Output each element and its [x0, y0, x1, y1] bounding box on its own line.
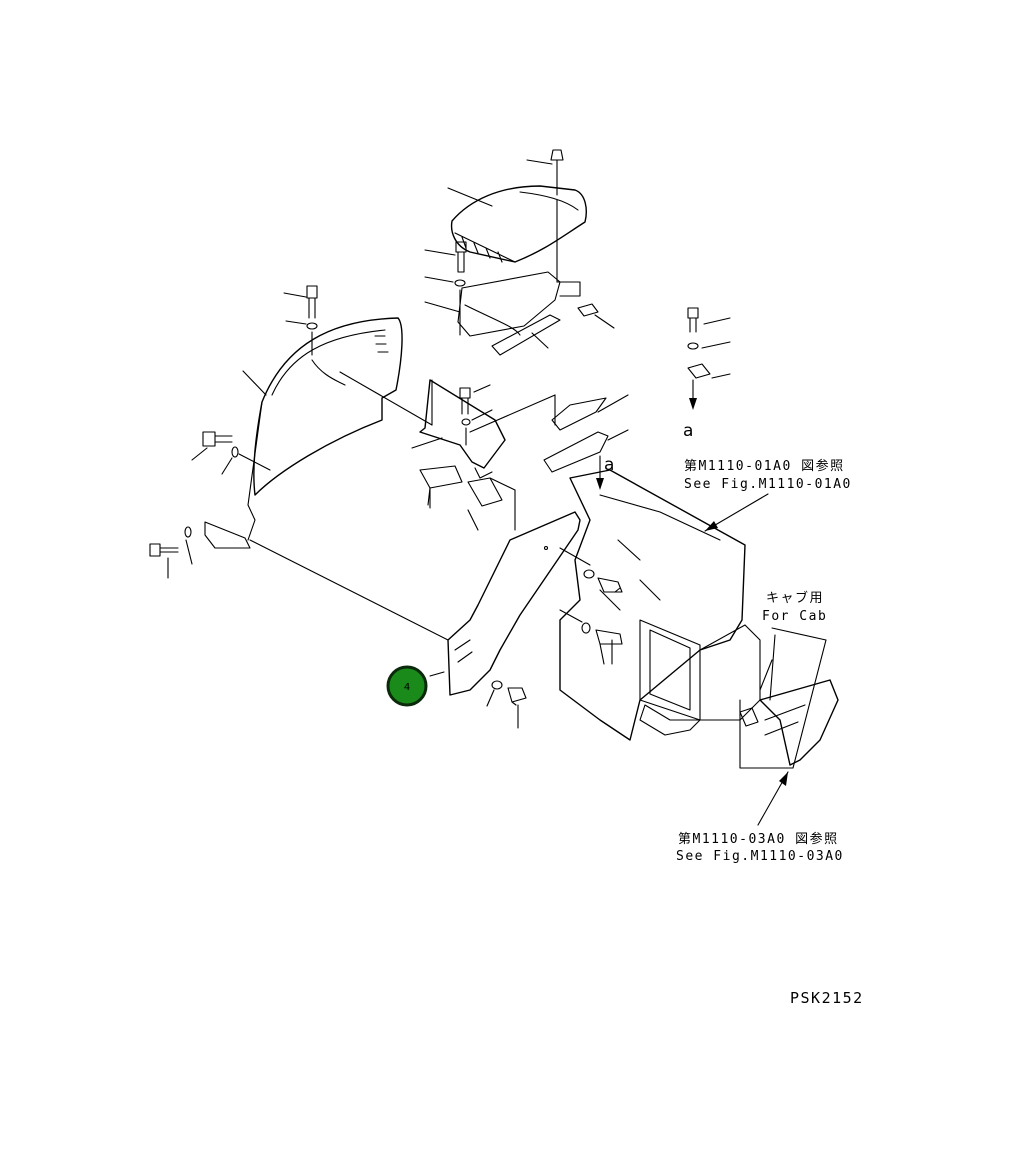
bolt-icon: [306, 285, 318, 319]
view-marker-a-2: a: [604, 455, 614, 475]
callout-4[interactable]: 4: [386, 665, 428, 707]
reference-1-jp: 第M1110-01A0 図参照: [684, 458, 845, 474]
cab-panel-group: [739, 627, 839, 769]
left-side-cover[interactable]: [253, 317, 403, 496]
arrow-icon: [779, 772, 788, 786]
front-plate[interactable]: [447, 511, 581, 696]
cab-note-en: For Cab: [762, 609, 827, 624]
console-body[interactable]: [559, 469, 746, 741]
reference-1-en: See Fig.M1110-01A0: [684, 477, 852, 492]
drawing-code: PSK2152: [790, 989, 864, 1007]
pad-left[interactable]: [419, 465, 463, 489]
front-plate-group: [429, 511, 581, 729]
reference-2-en: See Fig.M1110-03A0: [676, 849, 844, 864]
top-hood[interactable]: [450, 185, 587, 263]
arrow-icon: [705, 521, 718, 531]
console-group: [559, 469, 761, 741]
duct-plate[interactable]: [457, 271, 561, 337]
cab-note-jp: キャブ用: [766, 590, 824, 606]
callout-circle: [386, 665, 428, 707]
center-cover-group: [411, 379, 629, 531]
top-hood-group: [424, 149, 615, 356]
reference-2-jp: 第M1110-03A0 図参照: [678, 831, 839, 847]
top-pin-icon: [550, 149, 564, 196]
center-cover[interactable]: [419, 379, 506, 469]
side-bolt-icon: [202, 431, 233, 447]
left-side-cover-group: [149, 285, 403, 579]
cab-panel[interactable]: [759, 679, 839, 766]
detail-a-group: a a: [596, 307, 731, 490]
callout-number: 4: [404, 682, 410, 693]
view-marker-a-1: a: [683, 421, 693, 441]
pad-right[interactable]: [467, 477, 503, 507]
